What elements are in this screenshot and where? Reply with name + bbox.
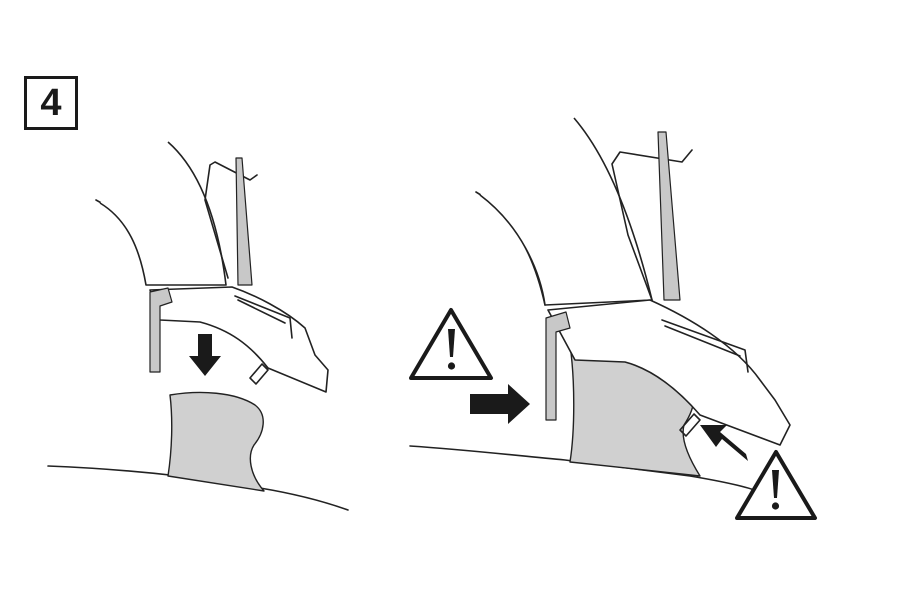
clamp-bracket-right — [545, 311, 571, 421]
panel-after-fit — [409, 117, 791, 493]
bracket-tab-right — [679, 413, 701, 437]
door-seal — [99, 141, 227, 286]
clamp-hook — [204, 161, 258, 279]
warning-triangle-left — [409, 308, 493, 380]
step-number: 4 — [40, 81, 62, 124]
step-number-box: 4 — [24, 76, 78, 130]
foot-pad — [149, 286, 329, 393]
roof-flange — [167, 391, 265, 492]
door-seal-right — [479, 117, 653, 306]
down-arrow — [189, 334, 221, 376]
bracket-tab — [249, 363, 269, 385]
foot-pad-detail — [234, 295, 293, 339]
right-arrow — [470, 384, 530, 424]
foot-pad-right — [547, 299, 791, 446]
tightening-bolt — [235, 157, 253, 286]
clamp-bracket — [149, 287, 173, 373]
tightening-bolt-right — [657, 131, 681, 301]
roof-surface-right — [409, 445, 761, 493]
diagonal-arrow — [700, 425, 748, 461]
panel-before-fit — [47, 141, 349, 511]
foot-pad-detail-right — [661, 319, 749, 373]
clamp-hook-right — [611, 149, 693, 301]
warning-triangle-right — [735, 450, 817, 520]
